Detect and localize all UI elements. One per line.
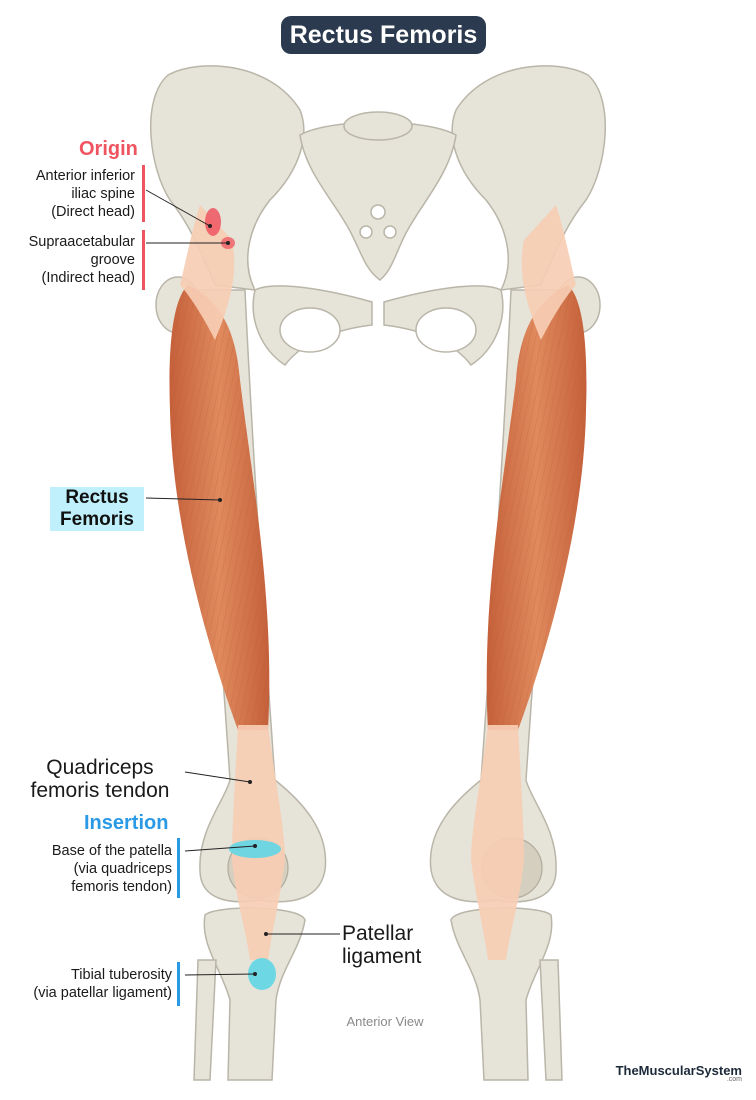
- origin-bar-1: [142, 165, 145, 222]
- quadriceps-tendon-label: Quadriceps femoris tendon: [30, 756, 170, 802]
- left-obturator: [279, 307, 341, 353]
- muscle-label: Rectus Femoris: [60, 487, 134, 530]
- rectus-femoris-muscles: [169, 285, 587, 730]
- right-obturator: [415, 307, 477, 353]
- leader-lines: [145, 189, 340, 976]
- lower-leg-bones: [193, 907, 563, 1081]
- view-caption: Anterior View: [346, 1014, 424, 1029]
- left-origin-tendon: [180, 205, 235, 340]
- insertion-tibial-marker: [248, 958, 276, 990]
- origin-heading: Origin: [79, 138, 138, 160]
- origin-point-2: Supraacetabular groove (Indirect head): [28, 234, 135, 286]
- origin-point-1: Anterior inferior iliac spine (Direct he…: [35, 168, 135, 220]
- insertion-heading: Insertion: [84, 812, 169, 834]
- sacral-promontory: [343, 111, 413, 141]
- left-fibula: [193, 959, 217, 1081]
- muscle-label-highlight: [50, 487, 144, 531]
- pelvis: [150, 65, 606, 367]
- insertion-bar-1: [177, 838, 180, 898]
- insertion-point-2: Tibial tuberosity (via patellar ligament…: [33, 967, 172, 1001]
- sacrum: [299, 121, 457, 281]
- right-ilium: [451, 65, 606, 291]
- tendons: [180, 205, 576, 960]
- brand-logo: TheMuscularSystem .com: [615, 1063, 742, 1083]
- right-fibula: [539, 959, 563, 1081]
- insertion-point-1: Base of the patella (via quadriceps femo…: [51, 843, 172, 895]
- attachment-markers: [205, 208, 281, 990]
- insertion-bar-2: [177, 962, 180, 1006]
- page-title: Rectus Femoris: [281, 16, 486, 54]
- left-ilium: [150, 65, 305, 291]
- insertion-patella-marker: [229, 840, 281, 858]
- origin-bar-2: [142, 230, 145, 290]
- right-quadriceps-tendon: [471, 725, 524, 960]
- origin-aiis-marker: [205, 208, 221, 236]
- patellar-ligament-label: Patellar ligament: [342, 922, 422, 968]
- right-origin-tendon: [521, 205, 576, 340]
